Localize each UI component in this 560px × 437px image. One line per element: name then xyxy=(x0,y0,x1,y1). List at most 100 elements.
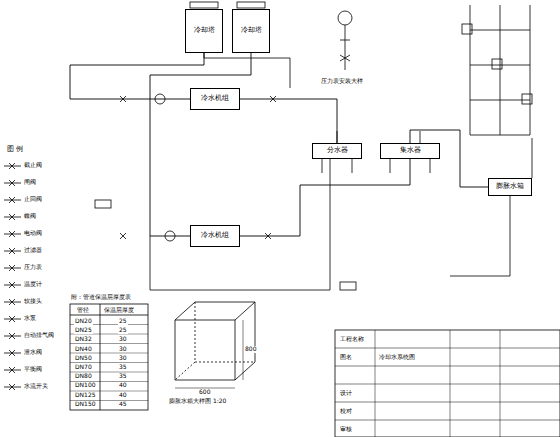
equipment-label: 冷水机组 xyxy=(201,232,229,240)
pipe xyxy=(322,131,430,173)
equipment-label: 冷水机组 xyxy=(201,95,229,103)
fan-coil xyxy=(462,24,472,34)
equipment-box: 膨胀水箱 xyxy=(488,178,532,196)
drawing-label: 设计 xyxy=(339,390,353,397)
legend-text: 自动排气阀 xyxy=(24,332,54,339)
equipment-box: 分水器 xyxy=(312,143,362,159)
drawing-label: DN25 xyxy=(74,327,93,334)
drawing-label: 工程名称 xyxy=(339,336,365,343)
pipe xyxy=(450,138,532,276)
table-row-line xyxy=(70,362,148,363)
drawing-label: 图 例 xyxy=(6,146,24,154)
title-grid xyxy=(335,330,560,437)
equipment-label: 分水器 xyxy=(327,147,348,155)
drawing-label: 30 xyxy=(118,355,128,362)
pipe-connector xyxy=(240,159,410,236)
dimension-line xyxy=(175,320,243,388)
equipment-box: 冷却塔 xyxy=(185,9,223,53)
equipment-label: 冷却塔 xyxy=(194,27,215,35)
legend-text: 水流开关 xyxy=(24,383,48,390)
filter-symbol xyxy=(95,200,111,208)
drawing-label: 保温层厚度 xyxy=(103,307,135,314)
pipe xyxy=(150,159,330,290)
legend-text: 软接头 xyxy=(24,298,42,305)
legend-symbol xyxy=(9,197,15,203)
legend-symbol xyxy=(9,180,15,186)
drawing-label: 25 xyxy=(118,327,128,334)
legend-symbol xyxy=(9,265,15,271)
drawing-label: 35 xyxy=(118,373,128,380)
drawing-label: DN20 xyxy=(74,318,93,325)
drawing-label: 管径 xyxy=(76,307,90,314)
legend-symbol xyxy=(9,333,15,339)
legend-symbol xyxy=(9,299,15,305)
drawing-label: DN100 xyxy=(74,382,97,389)
drawing-label: 校对 xyxy=(339,408,353,415)
drawing-label: 30 xyxy=(118,346,128,353)
equipment-box: 冷水机组 xyxy=(190,88,240,110)
table-frame xyxy=(70,304,148,410)
legend-text: 蝶阀 xyxy=(24,213,36,220)
legend-text: 水泵 xyxy=(24,315,36,322)
drawing-label: 35 xyxy=(118,364,128,371)
drawing-label: 40 xyxy=(118,392,128,399)
drawing-label: DN50 xyxy=(74,355,93,362)
drawing-label: 45 xyxy=(118,401,128,408)
legend-text: 过滤器 xyxy=(24,247,42,254)
pipe-connector xyxy=(240,99,337,143)
drawing-label: 800 xyxy=(244,346,257,353)
pipe-connector xyxy=(70,53,204,99)
pipe-connector xyxy=(150,53,251,236)
drawing-label: 图名 xyxy=(339,354,353,361)
drawing-label: DN125 xyxy=(74,392,97,399)
equipment-box: 冷水机组 xyxy=(190,225,240,247)
drawing-label: DN150 xyxy=(74,401,97,408)
equipment-box: 集水器 xyxy=(380,143,440,159)
drawing-label: DN80 xyxy=(74,373,93,380)
legend-text: 温度计 xyxy=(24,281,42,288)
drawing-label: 25 xyxy=(118,318,128,325)
equipment-label: 集水器 xyxy=(400,147,421,155)
gauge-symbol xyxy=(338,11,352,25)
drawing-label: 附：管道保温层厚度表 xyxy=(70,294,132,301)
filter-symbol xyxy=(340,282,356,290)
table-row-line xyxy=(70,353,148,354)
drawing-label: 40 xyxy=(118,382,128,389)
equipment-label: 膨胀水箱 xyxy=(496,183,524,191)
legend-symbol xyxy=(9,231,15,237)
legend-symbol xyxy=(9,367,15,373)
legend-text: 闸阀 xyxy=(24,179,36,186)
riser-diagram xyxy=(470,5,530,135)
legend-symbol xyxy=(9,214,15,220)
drawing-label: 压力表安装大样 xyxy=(320,78,364,85)
legend-text: 电动阀 xyxy=(24,230,42,237)
drawing-label: 膨胀水箱大样图 1:20 xyxy=(168,398,227,405)
legend-text: 截止阀 xyxy=(24,162,42,169)
equipment-box: 冷却塔 xyxy=(232,9,270,53)
valve-symbol xyxy=(120,96,276,239)
drawing-label: DN40 xyxy=(74,346,93,353)
legend-symbol xyxy=(9,163,15,169)
table-row-line xyxy=(70,343,148,344)
legend-symbol xyxy=(9,316,15,322)
legend-text: 泄水阀 xyxy=(24,349,42,356)
gauge-detail xyxy=(340,25,350,70)
drawing-label: 600 xyxy=(198,389,211,396)
drawing-label: DN32 xyxy=(74,336,93,343)
drawing-label: 30 xyxy=(118,336,128,343)
fan-coil xyxy=(522,94,532,104)
drawing-label: 审核 xyxy=(339,426,353,433)
legend-symbol xyxy=(9,384,15,390)
table-grid xyxy=(70,304,148,410)
title-block xyxy=(335,330,560,437)
drawing-label: 冷却水系统图 xyxy=(378,354,416,361)
drawing-label: DN70 xyxy=(74,364,93,371)
legend-text: 平衡阀 xyxy=(24,366,42,373)
legend-text: 压力表 xyxy=(24,264,42,271)
pipe xyxy=(204,53,290,88)
legend-symbol xyxy=(9,350,15,356)
fan-coil xyxy=(492,59,502,69)
tower-fan xyxy=(190,2,218,8)
legend-symbol xyxy=(9,282,15,288)
